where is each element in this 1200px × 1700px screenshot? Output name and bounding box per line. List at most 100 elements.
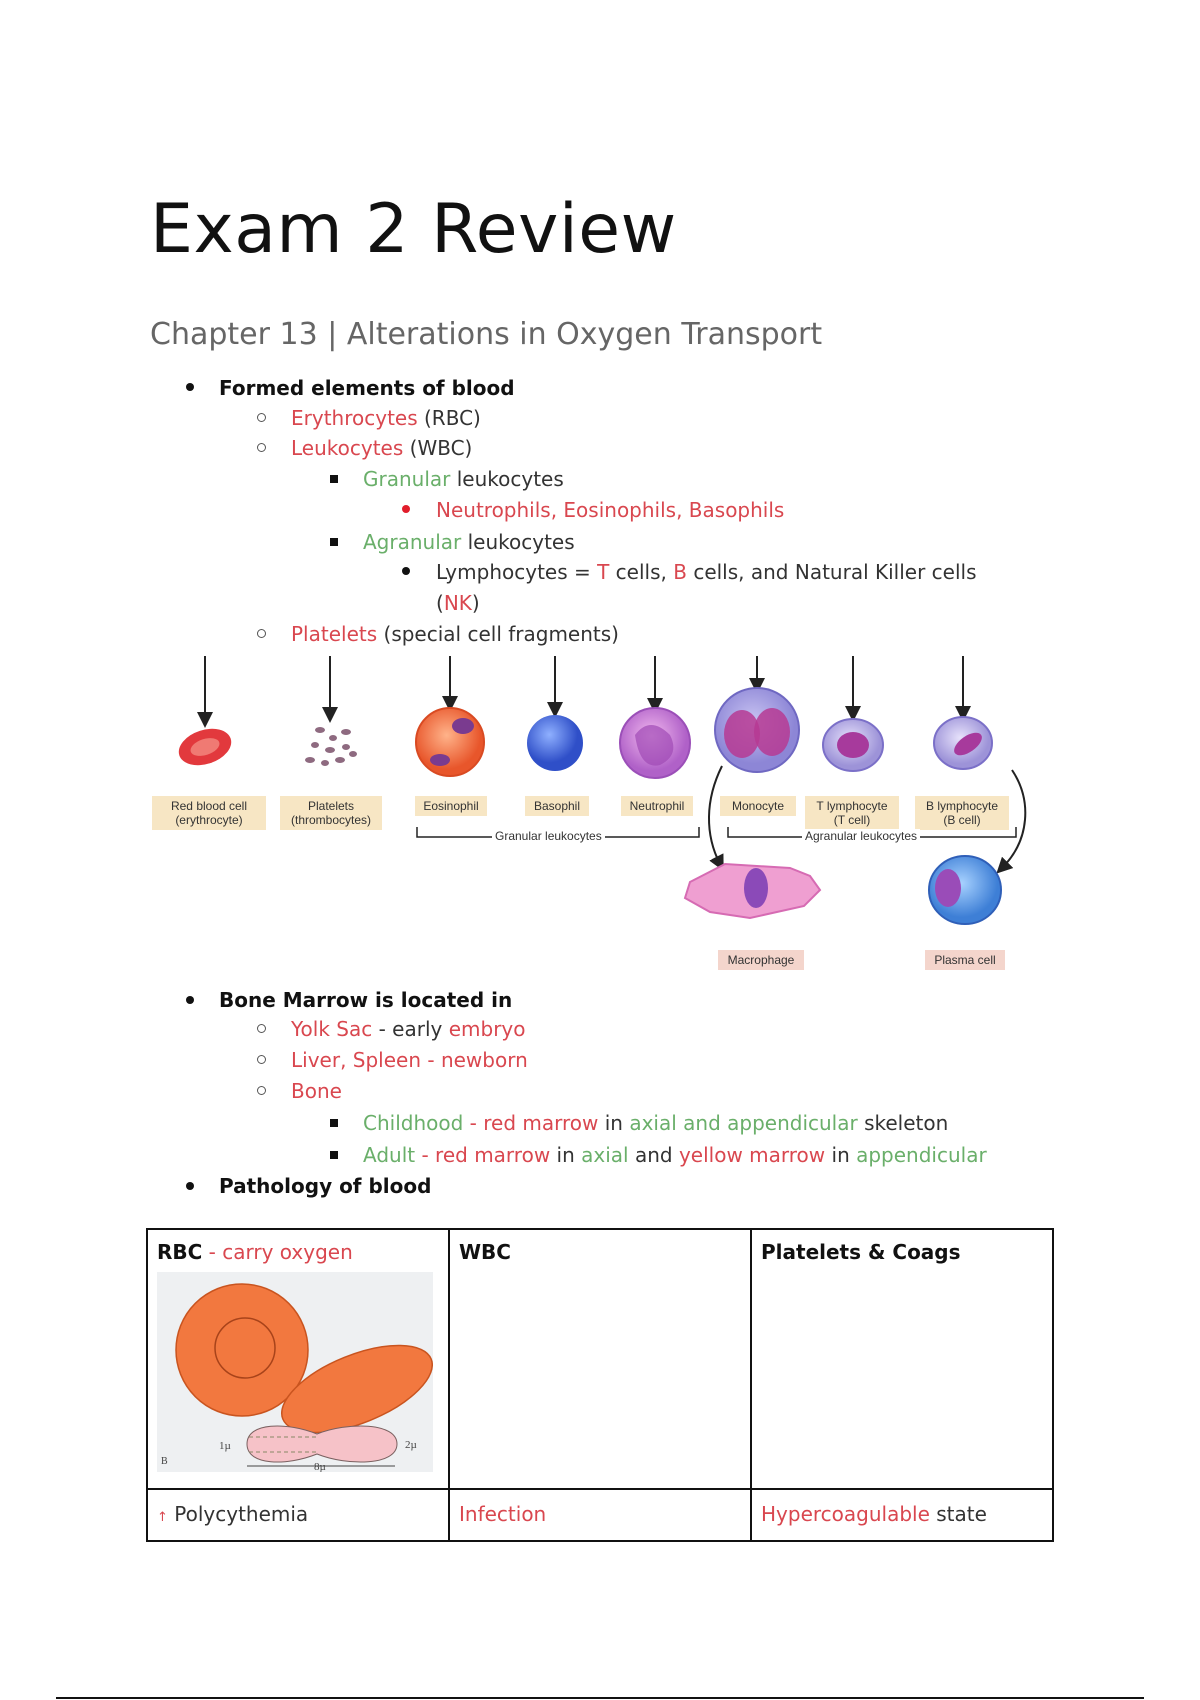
cell-name: Red blood cell: [170, 799, 248, 813]
label-macrophage: Macrophage: [718, 950, 804, 970]
pathology-heading: Pathology of blood: [219, 1174, 432, 1198]
wbc-header-cell: WBC: [448, 1228, 752, 1490]
label-basophil: Basophil: [525, 796, 589, 816]
header-note: carry oxygen: [222, 1240, 353, 1264]
term: B: [673, 560, 687, 584]
label-b-lymphocyte: B lymphocyte (B cell): [915, 796, 1009, 830]
childhood-item: Childhood - red marrow in axial and appe…: [363, 1113, 948, 1133]
rbc-center: [190, 738, 220, 756]
term: yellow marrow: [678, 1143, 826, 1167]
text: cells, and Natural Killer cells: [686, 560, 977, 584]
bullet-circle-icon: [257, 1086, 266, 1095]
polycythemia-cell: ↑ Polycythemia: [146, 1488, 450, 1542]
eosinophil-nucleus: [452, 718, 474, 734]
bullet-disc-icon: [186, 383, 194, 391]
term: Erythrocytes: [291, 406, 418, 430]
cell-name: T lymphocyte: [816, 799, 888, 813]
text: -: [421, 1048, 441, 1072]
arrows: [197, 656, 1027, 874]
cell-alias: (erythrocyte): [175, 813, 243, 827]
text: in: [825, 1143, 857, 1167]
bullet-square-icon: [330, 1151, 338, 1159]
diameter-label: 8µ: [314, 1461, 326, 1472]
up-arrow-icon: ↑: [157, 1510, 168, 1525]
term: Liver, Spleen: [291, 1048, 422, 1072]
term: red marrow: [435, 1143, 551, 1167]
text: (: [436, 591, 444, 615]
bullet-disc-icon: [186, 1182, 194, 1190]
plasma-cell-nucleus: [935, 869, 961, 907]
label-platelets: Platelets (thrombocytes): [280, 796, 382, 830]
rbc-tilted-view: [280, 1344, 433, 1434]
page-divider: [56, 1697, 1144, 1699]
cell-text: state: [929, 1502, 987, 1526]
rbc-header-cell: RBC - carry oxygen 1µ 2µ 8µ B: [146, 1228, 450, 1490]
lymphocytes-item: Lymphocytes = T cells, B cells, and Natu…: [436, 562, 977, 582]
neutrophil-nucleus: [635, 725, 674, 766]
cell-name: B lymphocyte: [925, 799, 999, 813]
term: axial and appendicular: [629, 1111, 858, 1135]
bullet-square-icon: [330, 475, 338, 483]
t-lymphocyte-nucleus: [837, 732, 869, 758]
liver-spleen-item: Liver, Spleen - newborn: [291, 1050, 528, 1070]
nk-item: (NK): [436, 593, 480, 613]
header-label: Platelets & Coags: [761, 1240, 961, 1264]
erythrocytes-item: Erythrocytes (RBC): [291, 408, 481, 428]
term: Granular: [363, 467, 451, 491]
text: Lymphocytes =: [436, 560, 598, 584]
term: red marrow: [483, 1111, 599, 1135]
text: (WBC): [403, 436, 473, 460]
bullet-disc-icon: [402, 505, 410, 513]
rbc-side-view: [246, 1425, 398, 1463]
granular-members: Neutrophils, Eosinophils, Basophils: [436, 498, 785, 522]
yolk-sac-item: Yolk Sac - early embryo: [291, 1019, 526, 1039]
label-t-lymphocyte: T lymphocyte (T cell): [805, 796, 899, 830]
curved-arrow-icon: [996, 769, 1027, 874]
text: (RBC): [417, 406, 481, 430]
label-neutrophil: Neutrophil: [621, 796, 693, 816]
adult-item: Adult - red marrow in axial and yellow m…: [363, 1145, 987, 1165]
term: newborn: [440, 1048, 528, 1072]
term: Agranular: [363, 530, 462, 554]
eosinophil-cell: [415, 707, 485, 777]
bullet-circle-icon: [257, 629, 266, 638]
cell-text: Infection: [459, 1502, 547, 1526]
macrophage-nucleus: [744, 868, 768, 908]
leukocytes-item: Leukocytes (WBC): [291, 438, 472, 458]
label-red-blood-cell: Red blood cell (erythrocyte): [152, 796, 266, 830]
monocyte-nucleus: [724, 710, 760, 758]
bullet-circle-icon: [257, 1024, 266, 1033]
separator: -: [202, 1240, 223, 1264]
text: skeleton: [857, 1111, 949, 1135]
term: Leukocytes: [291, 436, 404, 460]
bullet-square-icon: [330, 538, 338, 546]
text: leukocytes: [461, 530, 575, 554]
cell-alias: (B cell): [943, 813, 981, 827]
text: in: [598, 1111, 630, 1135]
table-row: ↑ Polycythemia Infection Hypercoagulable…: [146, 1488, 1054, 1542]
curved-arrow-icon: [708, 765, 724, 872]
table-header-row: RBC - carry oxygen 1µ 2µ 8µ B WBC Platel…: [146, 1228, 1054, 1490]
rbc-shape-diagram: 1µ 2µ 8µ B: [157, 1272, 433, 1472]
term: embryo: [448, 1017, 526, 1041]
eosinophil-nucleus: [430, 754, 450, 766]
hypercoagulable-cell: Hypercoagulable state: [750, 1488, 1054, 1542]
platelets-cells: [305, 727, 357, 766]
term: Yolk Sac: [291, 1017, 373, 1041]
cell-text: Polycythemia: [167, 1502, 309, 1526]
page-title: Exam 2 Review: [150, 190, 677, 269]
term: axial: [581, 1143, 629, 1167]
platelets-header-cell: Platelets & Coags: [750, 1228, 1054, 1490]
formed-elements-heading: Formed elements of blood: [219, 376, 515, 400]
term: appendicular: [856, 1143, 987, 1167]
header-label: RBC: [157, 1240, 203, 1264]
text: in: [550, 1143, 582, 1167]
bullet-circle-icon: [257, 443, 266, 452]
thickness-edge-label: 2µ: [405, 1439, 417, 1451]
granular-group-label: Granular leukocytes: [492, 829, 605, 843]
figure-letter: B: [161, 1456, 168, 1467]
text: - early: [372, 1017, 449, 1041]
rbc-face-view: [175, 1283, 309, 1417]
blood-cells-figure: Red blood cell (erythrocyte) Platelets (…: [150, 650, 1030, 980]
platelets-item: Platelets (special cell fragments): [291, 624, 619, 644]
